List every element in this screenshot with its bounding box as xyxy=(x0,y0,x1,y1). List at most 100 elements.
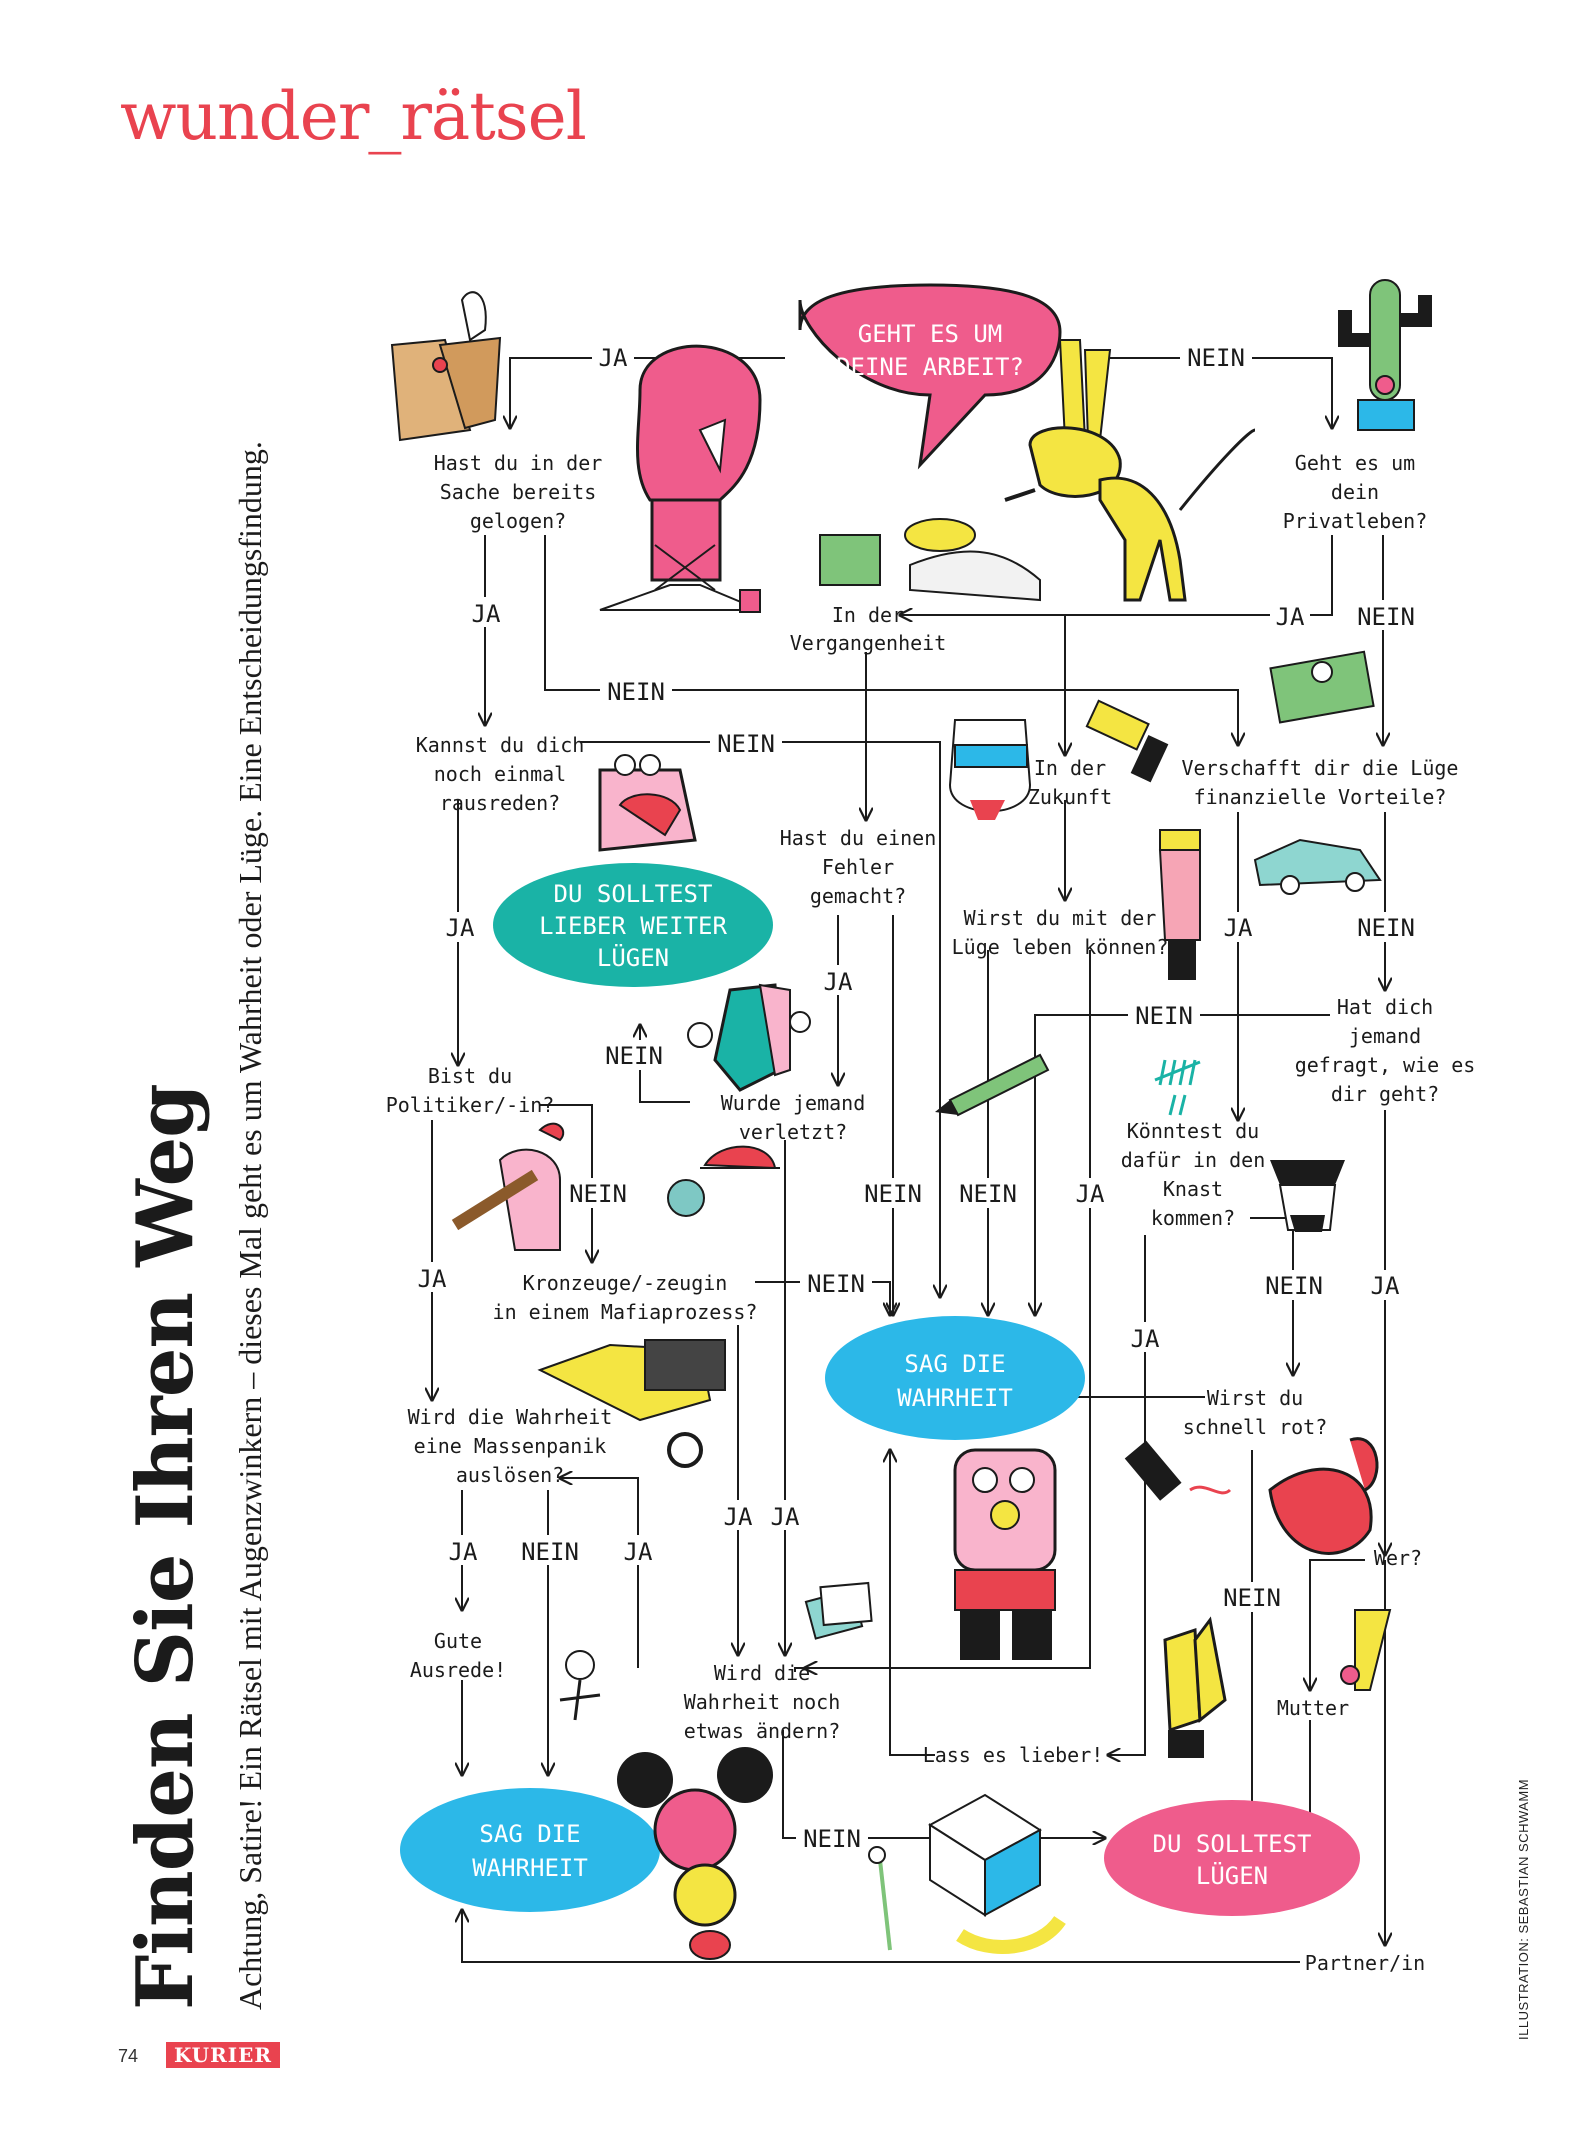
q-politiker-1: Bist du xyxy=(428,1064,512,1088)
label-finanziell-nein: NEIN xyxy=(1357,914,1415,942)
q-mutter: Mutter xyxy=(1277,1696,1349,1720)
q-knast-4: kommen? xyxy=(1151,1206,1235,1230)
q-rausreden-2: noch einmal xyxy=(434,762,566,786)
cactus-icon xyxy=(1338,279,1432,431)
paper-bag-icon xyxy=(390,291,502,442)
result-wahrheit-center: SAG DIE WAHRHEIT xyxy=(825,1316,1085,1440)
edge-gelogen-nein xyxy=(544,535,1238,745)
pizza-slice-icon xyxy=(537,1339,726,1468)
q-privat-2: dein xyxy=(1331,480,1379,504)
q-verletzt-2: verletzt? xyxy=(739,1120,847,1144)
edge-labels: JA NEIN JA NEIN JA NEIN NEIN JA JA NEIN … xyxy=(412,342,1422,1853)
edge-politiker-nein xyxy=(540,1104,592,1262)
nose-icon xyxy=(687,983,811,1092)
q-kronzeuge-2: in einem Mafiaprozess? xyxy=(493,1300,758,1324)
q-privat-1: Geht es um xyxy=(1295,451,1415,475)
q-fehler-3: gemacht? xyxy=(810,884,906,908)
result-bottom-line2: WAHRHEIT xyxy=(472,1854,588,1882)
q-zukunft-2: Zukunft xyxy=(1028,785,1112,809)
paint-bottle-icon xyxy=(1124,1440,1232,1501)
q-ausrede-1: Gute xyxy=(434,1629,482,1653)
q-verletzt-1: Wurde jemand xyxy=(721,1091,866,1115)
connector-lines xyxy=(432,357,1385,1963)
label-verletzt-ja: JA xyxy=(771,1503,800,1531)
label-leben-nein: NEIN xyxy=(959,1180,1017,1208)
label-fehler-ja: JA xyxy=(824,968,853,996)
edge-partner xyxy=(462,1910,1300,1963)
q-rausreden-3: rausreden? xyxy=(440,791,560,815)
edge-knast-ja xyxy=(1108,1235,1146,1755)
papers-icon xyxy=(804,1581,873,1640)
result-wahrheit-bottom: SAG DIE WAHRHEIT xyxy=(400,1788,660,1912)
q-partner: Partner/in xyxy=(1305,1951,1425,1975)
result-weiter-line1: DU SOLLTEST xyxy=(554,880,713,908)
label-aendern-nein: NEIN xyxy=(803,1825,861,1853)
label-aendern-ja: JA xyxy=(624,1538,653,1566)
edge-panik-back xyxy=(560,1478,639,1668)
q-finanziell-2: finanzielle Vorteile? xyxy=(1194,785,1447,809)
q-politiker-2: Politiker/-in? xyxy=(386,1093,555,1117)
start-line1: GEHT ES UM xyxy=(858,320,1003,348)
tongue-icon xyxy=(1268,1437,1379,1555)
result-luegen: DU SOLLTEST LÜGEN xyxy=(1104,1800,1360,1916)
edge-start-nein xyxy=(1100,357,1332,428)
label-rausreden-ja: JA xyxy=(446,914,475,942)
label-gefragt-nein: NEIN xyxy=(1135,1002,1193,1030)
dog-character-icon xyxy=(1004,339,1256,602)
blonde-man-icon xyxy=(1158,829,1201,980)
mouse-character-icon xyxy=(617,1747,773,1960)
result-luegen-line2: LÜGEN xyxy=(1196,1861,1268,1890)
result-weiter-luegen: DU SOLLTEST LIEBER WEITER LÜGEN xyxy=(493,863,773,987)
label-verletzt-nein: NEIN xyxy=(605,1042,663,1070)
label-finanziell-ja: JA xyxy=(1224,914,1253,942)
q-gefragt-3: gefragt, wie es xyxy=(1295,1053,1476,1077)
yellow-figure-icon xyxy=(1340,1609,1392,1691)
magazine-logo: KURIER xyxy=(166,2042,280,2068)
pink-monster-icon xyxy=(598,754,697,852)
q-aendern-3: etwas ändern? xyxy=(684,1719,841,1743)
q-ausrede-2: Ausrede! xyxy=(410,1658,506,1682)
q-wer: Wer? xyxy=(1374,1546,1422,1570)
q-rot-2: schnell rot? xyxy=(1183,1415,1328,1439)
q-gelogen-3: gelogen? xyxy=(470,509,566,533)
label-panik-ja: JA xyxy=(449,1538,478,1566)
masthead-brand: wunder_rätsel xyxy=(120,78,587,155)
panicking-character-icon xyxy=(953,1448,1057,1660)
hair-dryer-icon xyxy=(1085,699,1169,783)
label-kronzeuge-ja: JA xyxy=(724,1503,753,1531)
q-privat-3: Privatleben? xyxy=(1283,509,1428,533)
result-center-line2: WAHRHEIT xyxy=(897,1384,1013,1412)
ball-icon xyxy=(667,1145,780,1217)
label-rot-nein: NEIN xyxy=(1223,1584,1281,1612)
q-leben-1: Wirst du mit der xyxy=(964,906,1157,930)
label-privat-ja: JA xyxy=(1276,603,1305,631)
label-politiker-ja: JA xyxy=(418,1265,447,1293)
q-gefragt-1: Hat dich xyxy=(1337,995,1433,1019)
q-panik-2: eine Massenpanik xyxy=(414,1434,607,1458)
label-start-nein: NEIN xyxy=(1187,344,1245,372)
label-fehler-nein: NEIN xyxy=(864,1180,922,1208)
start-line2: DEINE ARBEIT? xyxy=(836,353,1024,381)
illustrations xyxy=(390,279,1432,1960)
label-politiker-nein: NEIN xyxy=(569,1180,627,1208)
edge-lieber xyxy=(890,1450,935,1756)
result-weiter-line2: LIEBER WEITER xyxy=(539,912,727,940)
q-lieber: Lass es lieber! xyxy=(923,1743,1104,1767)
q-gelogen-2: Sache bereits xyxy=(440,480,597,504)
small-figure-icon xyxy=(559,1650,601,1721)
pencil-icon xyxy=(935,1053,1050,1117)
label-gelogen-ja: JA xyxy=(472,600,501,628)
q-rot-1: Wirst du xyxy=(1207,1386,1303,1410)
page-number: 74 xyxy=(118,2046,139,2066)
lying-man-icon xyxy=(819,518,1041,602)
money-stack-icon xyxy=(1269,650,1375,724)
label-kronzeuge-nein: NEIN xyxy=(807,1270,865,1298)
q-fehler-1: Hast du einen xyxy=(780,826,937,850)
q-knast-3: Knast xyxy=(1163,1177,1223,1201)
result-weiter-line3: LÜGEN xyxy=(597,943,669,972)
q-vergangenheit-2: Vergangenheit xyxy=(790,631,947,655)
q-panik-3: auslösen? xyxy=(456,1463,564,1487)
helmet-character-icon xyxy=(948,719,1032,820)
